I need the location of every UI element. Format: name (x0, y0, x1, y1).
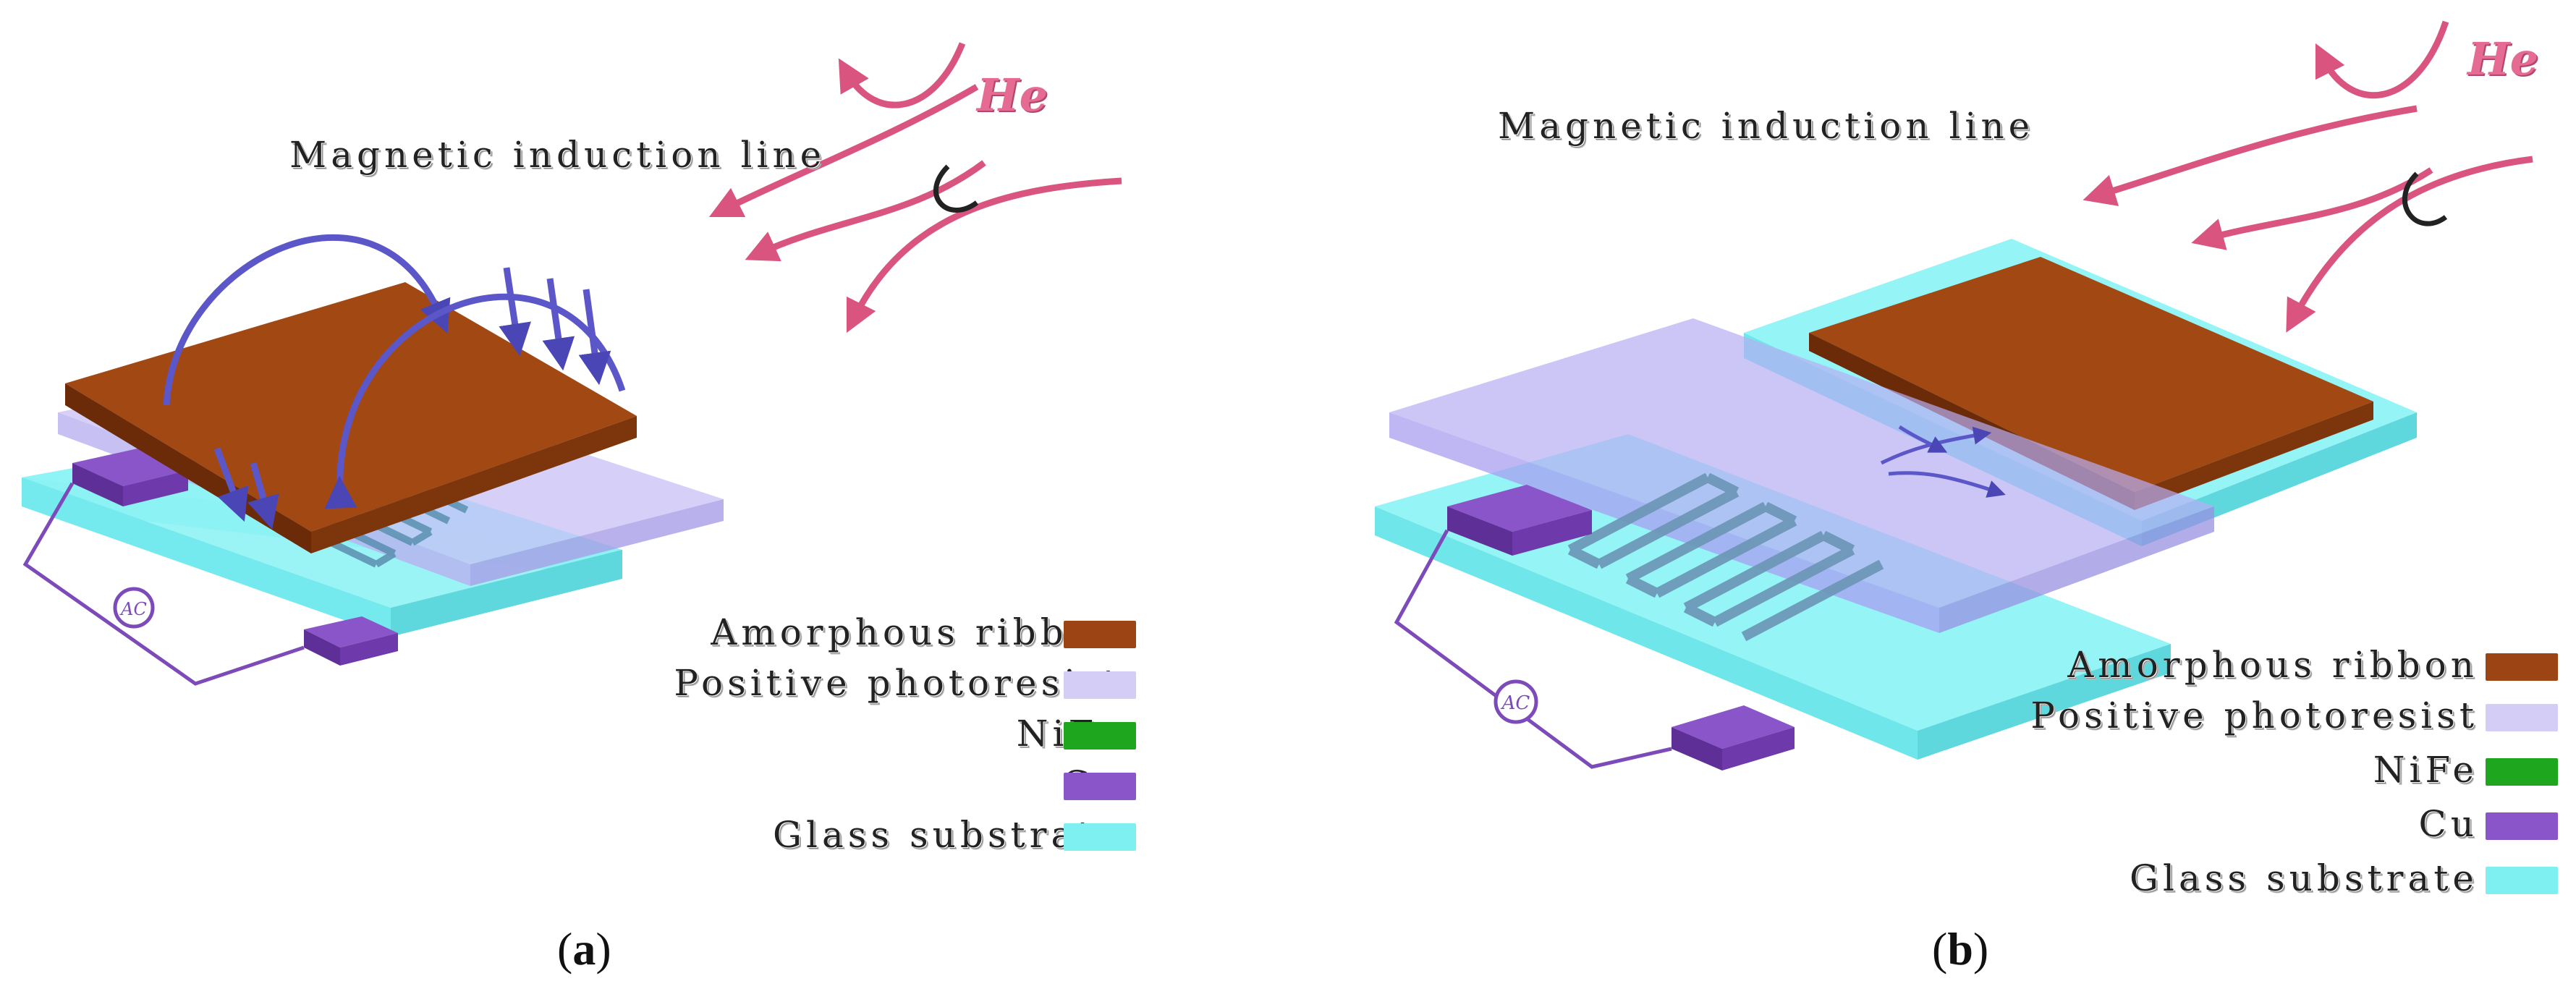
legend-swatch-ribbon-a (1064, 621, 1136, 648)
legend-label-cu-b: Cu (2418, 803, 2478, 845)
legend-swatch-cu-b (2486, 812, 2558, 840)
ac-symbol-b: AC (1501, 692, 1530, 714)
panel-a-illustration: AC (22, 42, 1122, 686)
legend-swatch-glass-a (1064, 823, 1136, 851)
legend-swatch-nife-b (2486, 758, 2558, 786)
legend-label-glass-b: Glass substrate (2130, 857, 2478, 899)
legend-swatch-glass-b (2486, 867, 2558, 894)
external-field-arrows-b (2083, 20, 2533, 333)
legend-label-glass-a: Glass substrate (773, 814, 1122, 856)
legend-label-nife-b: NiFe (2373, 749, 2478, 791)
cu-pads-b (1447, 485, 1795, 770)
legend-swatch-photoresist-b (2486, 704, 2558, 731)
magnetic-induction-line-label-b: Magnetic induction line (1498, 105, 2035, 147)
legend-label-photoresist-a: Positive photoresist (674, 662, 1122, 704)
field-lines-b (1880, 425, 2006, 498)
panel-b-illustration: AC (1375, 20, 2533, 770)
legend-label-ribbon-b: Amorphous ribbon (2067, 644, 2478, 686)
legend-swatch-cu-a (1064, 773, 1136, 800)
ac-circuit-b (1394, 529, 1672, 769)
legend-swatch-ribbon-b (2486, 653, 2558, 681)
panel-a: AC Magnetic induction line He (22, 42, 1136, 975)
legend-swatch-nife-a (1064, 722, 1136, 750)
external-field-arrows-a (708, 42, 1122, 334)
subfigure-caption-b: (b) (1932, 923, 1989, 975)
ac-symbol-a: AC (119, 599, 147, 619)
legend-label-ribbon-a: Amorphous ribbon (711, 611, 1122, 653)
ac-circuit-a (22, 482, 305, 686)
nife-coil-b (1567, 472, 1884, 642)
he-label-b: He (2467, 33, 2539, 85)
legend-label-photoresist-b: Positive photoresist (2030, 695, 2478, 736)
panel-b: AC Magnetic induction line He Amorphous … (1288, 0, 2576, 1002)
legend-swatch-photoresist-a (1064, 671, 1136, 699)
magnetic-induction-line-label-a: Magnetic induction line (289, 134, 826, 176)
field-lines-a (163, 234, 626, 530)
he-label-a: He (977, 69, 1048, 122)
subfigure-caption-a: (a) (557, 923, 611, 975)
